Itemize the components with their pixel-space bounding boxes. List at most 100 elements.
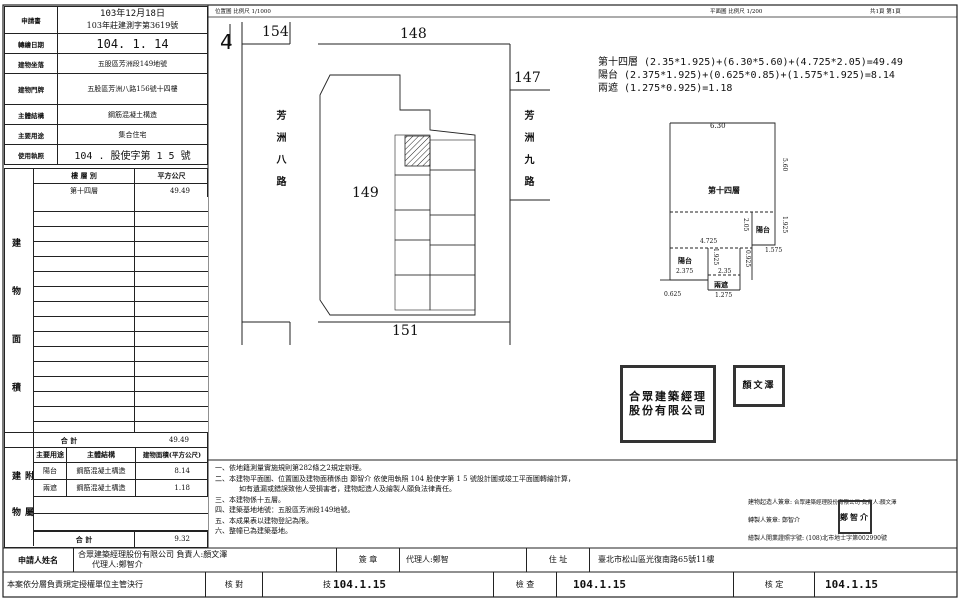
builder: 合眾建築經理股份有限公司 負責人:顏文澤 [793,500,897,506]
area-formulas: 第十四層 (2.35*1.925)+(6.30*5.60)+(4.725*2.0… [598,56,903,95]
note-7: 六、整幢已為建築基地。 [215,527,292,535]
lot-value: 五股區芳洲段149地號 [57,53,208,74]
dim-top: 6.30 [710,122,726,130]
road-left: 芳洲八路 [274,110,285,198]
license-label: 使用執照 [4,144,58,165]
dim-d: 2.375 [676,268,694,275]
attached-use: 兩遮 [34,480,67,496]
applicant-no-label: 申請書 [4,6,58,34]
note-5: 四、建築基地地號：五股區芳洲段149地號。 [215,506,355,514]
lot-149: 149 [352,185,379,201]
tech-label: 技 [323,580,331,589]
attached-section: 附 屬 建 物 主要用途 主體結構 建物面積(平方公尺) 陽台 鋼筋混凝土構造 … [4,448,208,548]
register-date-label: 轉繪日期 [4,33,58,54]
note-1: 一、依地籍測量實施規則第282條之2規定辦理。 [215,464,366,472]
lot-148: 148 [400,26,427,42]
dim-a: 2.05 [742,218,749,232]
col-use: 主要用途 [34,448,67,462]
license-value: 104 . 股使字第 1 5 號 [57,144,208,165]
dim-i: 0.925 [744,250,751,268]
lot-label: 建物坐落 [4,53,58,74]
attached-struct: 鋼筋混凝土構造 [67,480,136,496]
lot-151: 151 [392,323,419,339]
formula-balcony: 陽台 (2.375*1.925)+(0.625*0.85)+(1.575*1.9… [598,70,895,81]
note-4: 三、本建物係十五層。 [215,495,285,504]
door-label: 建物門牌 [4,73,58,105]
struct-label: 主體結構 [4,104,58,125]
rain-label: 兩遮 [714,280,728,289]
area-cell: 49.49 [169,187,190,195]
person-seal: 顏文澤 [733,365,785,407]
check-stamp: 104.1.15 [333,572,494,597]
agent-sign: 代理人:鄭智 [400,548,527,572]
attached-total-label: 合 計 [34,532,135,547]
authority-note: 本案依分層負責規定授權單位主管決行 [3,572,206,597]
survey-no: 103年莊建測字第3619號 [86,21,179,30]
register-date: 104. 1. 14 [57,33,208,54]
dim-c: 1.575 [765,247,783,254]
attached-area: 8.14 [174,467,190,475]
table-row: 陽台 鋼筋混凝土構造 8.14 [34,463,208,480]
use-value: 集合住宅 [57,124,208,145]
lot-154: 154 [262,24,289,40]
builder-label: 建物起造人簽章: [748,499,793,506]
plan-scale: 平面圖 比例尺 1/200 [710,9,763,15]
table-row: 兩遮 鋼筋混凝土構造 1.18 [34,480,208,497]
drawer-label: 轉製人簽章: [748,517,781,524]
use-label: 主要用途 [4,124,58,145]
floor-col-header: 樓 層 別 [34,169,135,183]
floor-label: 第十四層 [708,185,740,195]
dim-g: 1.275 [715,292,733,299]
drawer-license: (108)北市地士字第002990號 [805,535,887,542]
struct-value: 鋼筋混凝土構造 [57,104,208,125]
company-seal: 合眾建築經理股份有限公司 [620,365,716,443]
balcony-label-left: 陽台 [678,256,692,265]
review-label: 檢 查 [494,572,557,597]
drawer-license-label: 繪製人開業證照字號: [748,535,805,542]
applicant-agent: 代理人:鄭智介 [92,560,143,569]
formula-floor: 第十四層 (2.35*1.925)+(6.30*5.60)+(4.725*2.0… [598,57,903,68]
location-scale: 位置圖 比例尺 1/1000 [215,9,271,15]
area-total-label: 合 計 [60,436,78,445]
sign-label: 簽 章 [337,548,400,572]
road-right: 芳洲九路 [522,110,533,198]
dim-right: 5.60 [781,158,788,172]
drawer: 鄭智介 [781,517,800,524]
dim-r2: 1.925 [781,216,788,234]
area-total: 49.49 [168,436,189,444]
address-label: 住 址 [527,548,590,572]
page-count: 共1頁 第1頁 [870,9,901,15]
area-section: 建 物 面 積 樓 層 別 平方公尺 第十四層 49.49 合 計 49.49 [4,168,208,448]
north-arrow-icon: 4 [220,30,233,54]
attached-total: 9.32 [174,535,190,543]
info-table: 申請書 103年12月18日 103年莊建測字第3619號 轉繪日期 104. … [4,6,208,165]
applicant-label: 申請人姓名 [3,548,74,572]
drawer-seal: 鄭智介 [838,500,872,534]
area-section-label: 建 物 面 積 [10,238,20,410]
attached-use: 陽台 [34,463,67,479]
dim-h: 1.925 [712,248,719,266]
dim-e: 2.35 [718,268,732,275]
date-line: 103年12月18日 [100,9,165,19]
signers: 建物起造人簽章: 合眾建築經理股份有限公司 負責人:顏文澤 轉製人簽章: 鄭智介… [748,494,953,548]
col-area: 建物面積(平方公尺) [142,451,202,459]
attached-struct: 鋼筋混凝土構造 [67,463,136,479]
floor-cell: 第十四層 [34,184,135,198]
note-3: 如有遺漏或錯誤致他人受損害者，建物起造人及繪製人願負法律責任。 [239,485,456,493]
notes: 一、依地籍測量實施規則第282條之2規定辦理。 二、本建物平面圖、位置圖及建物面… [215,463,715,537]
col-struct: 主體結構 [67,448,136,462]
dim-b: 4.725 [700,238,718,245]
attached-section-label: 附 屬 建 物 [10,471,33,529]
empty-rows [34,197,208,432]
verify-stamp: 104.1.15 [825,578,878,591]
applicant-name: 合眾建築經理股份有限公司 負責人:顏文澤 [78,550,228,559]
formula-rain: 兩遮 (1.275*0.925)=1.18 [598,83,733,94]
review-stamp: 104.1.15 [557,572,734,597]
note-2: 二、本建物平面圖、位置圖及建物面積係由 鄭智介 依使用執照 104 股使字第 1… [215,474,575,483]
note-6: 五、本成果表以建物登記為限。 [215,516,313,525]
dim-f: 0.625 [664,291,682,298]
attached-area: 1.18 [174,484,190,492]
check-label: 核 對 [206,572,263,597]
